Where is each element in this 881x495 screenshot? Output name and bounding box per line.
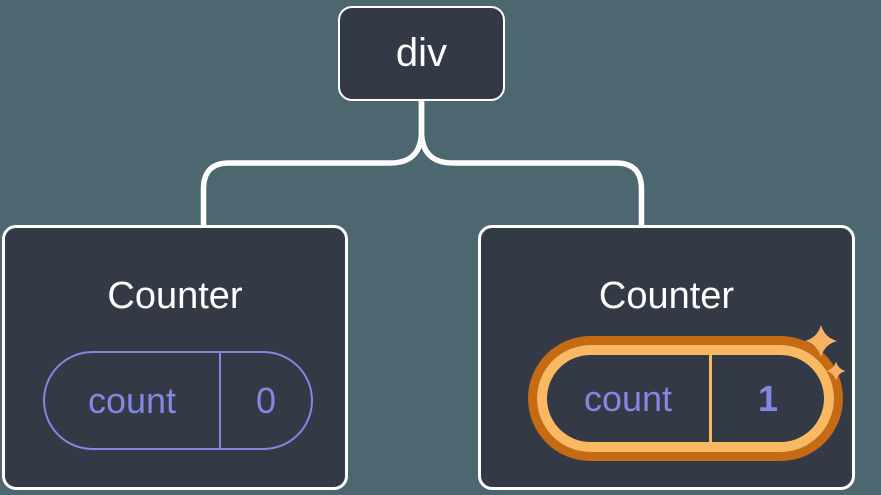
state-pill-left: count 0 xyxy=(43,351,313,450)
connector-right-branch xyxy=(418,98,645,229)
sparkles-icon xyxy=(805,325,846,381)
counter-node-left: Counter count 0 xyxy=(2,225,348,490)
state-name-right: count xyxy=(583,377,673,419)
root-node-div: div xyxy=(338,6,505,101)
root-node-label: div xyxy=(395,31,448,75)
state-pill-divider xyxy=(709,355,712,442)
counter-title-right: Counter xyxy=(598,275,735,317)
state-value-right: 1 xyxy=(757,377,779,419)
sparkle-small xyxy=(826,361,846,381)
counter-node-right: Counter count 1 xyxy=(478,225,855,490)
counter-title-left: Counter xyxy=(107,275,243,317)
state-value-left: 0 xyxy=(255,379,277,421)
state-pill-right-highlighted: count 1 xyxy=(537,345,834,452)
state-pill-divider xyxy=(219,353,221,448)
connector-left-branch xyxy=(200,98,425,229)
state-name-left: count xyxy=(87,379,177,421)
sparkle-large xyxy=(805,325,837,357)
